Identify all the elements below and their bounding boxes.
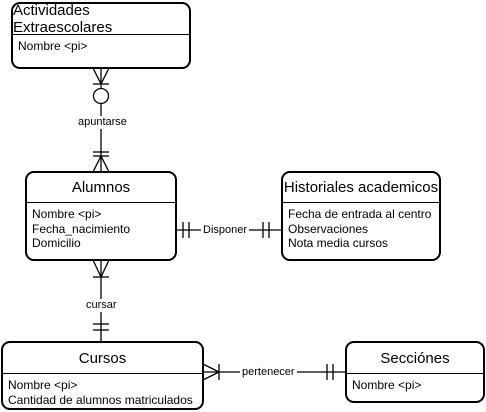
entity-title: Secciónes bbox=[347, 343, 483, 374]
attribute-nombre: Nombre <pi> bbox=[18, 39, 88, 53]
attribute-nombre: Nombre <pi> bbox=[352, 378, 422, 392]
entity-historiales-academicos[interactable]: Historiales academicos Fecha de entrada … bbox=[281, 171, 441, 261]
attribute-nombre: Nombre <pi> bbox=[8, 378, 78, 392]
entity-title-text: Alumnos bbox=[71, 179, 131, 196]
entity-title-text: Actividades Extraescolares bbox=[13, 2, 113, 36]
attribute-cantidad-alumnos: Cantidad de alumnos matriculados bbox=[8, 392, 193, 407]
relationship-label-cursar: cursar bbox=[84, 299, 119, 312]
attribute-observaciones: Observaciones bbox=[288, 221, 369, 236]
entity-actividades-extraescolares[interactable]: Actividades Extraescolares Nombre <pi> bbox=[11, 2, 191, 69]
entity-attributes: Nombre <pi> bbox=[13, 35, 189, 54]
entity-attributes: Nombre <pi> bbox=[347, 374, 483, 393]
entity-secciones[interactable]: Secciónes Nombre <pi> bbox=[345, 341, 485, 403]
attribute-nota-media: Nota media cursos bbox=[288, 236, 389, 250]
entity-title-text: Historiales academicos bbox=[283, 179, 439, 196]
entity-title-text: Secciónes bbox=[380, 349, 450, 367]
relationship-label-pertenecer: pertenecer bbox=[240, 366, 297, 379]
entity-attributes: Fecha de entrada al centro Observaciones… bbox=[283, 203, 439, 251]
entity-title: Actividades Extraescolares bbox=[13, 2, 189, 36]
attribute-domicilio: Domicilio bbox=[32, 236, 81, 250]
entity-title: Cursos bbox=[3, 343, 202, 374]
entity-cursos[interactable]: Cursos Nombre <pi> Cantidad de alumnos m… bbox=[1, 341, 204, 410]
entity-title: Alumnos bbox=[27, 173, 175, 203]
entity-attributes: Nombre <pi> Cantidad de alumnos matricul… bbox=[3, 374, 202, 407]
entity-title: Historiales academicos bbox=[283, 173, 439, 203]
entity-attributes: Nombre <pi> Fecha_nacimiento Domicilio bbox=[27, 203, 175, 251]
entity-alumnos[interactable]: Alumnos Nombre <pi> Fecha_nacimiento Dom… bbox=[25, 171, 177, 261]
relationship-label-disponer: Disponer bbox=[201, 224, 250, 237]
relationship-label-apuntarse: apuntarse bbox=[76, 116, 129, 129]
attribute-nombre: Nombre <pi> bbox=[32, 207, 102, 221]
attribute-fecha-nacimiento: Fecha_nacimiento bbox=[32, 221, 131, 236]
attribute-fecha-entrada: Fecha de entrada al centro bbox=[288, 207, 432, 221]
entity-title-text: Cursos bbox=[78, 349, 127, 367]
